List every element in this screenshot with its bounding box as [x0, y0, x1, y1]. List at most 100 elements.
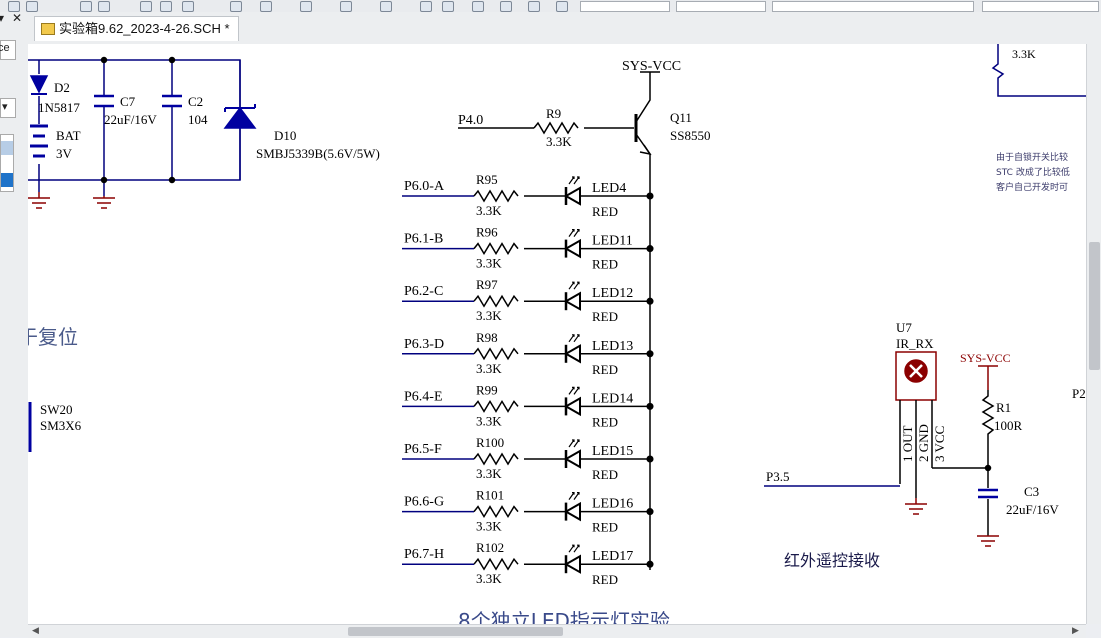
- help-icon[interactable]: [556, 1, 568, 12]
- ir-section-caption: 红外遥控接收: [784, 551, 880, 570]
- led-row-resistor-value: 3.3K: [476, 519, 502, 534]
- tab-schematic-document[interactable]: 实验箱9.62_2023-4-26.SCH *: [34, 16, 239, 41]
- toolbar: [0, 0, 1101, 13]
- led-row-led-ref: LED12: [592, 286, 633, 301]
- vertical-scrollbar[interactable]: [1086, 44, 1101, 624]
- panel-list-item-selected[interactable]: [1, 173, 13, 187]
- scroll-left-arrow-icon[interactable]: ◀: [32, 625, 39, 635]
- led-row-led-ref: LED4: [592, 181, 626, 196]
- led-row-resistor-ref: R95: [476, 172, 498, 187]
- toolbar-combo-4[interactable]: [982, 1, 1099, 12]
- copy-icon[interactable]: [80, 1, 92, 12]
- note-text-line: 由于自锁开关比较: [996, 151, 1068, 163]
- d2-value-label: 1N5817: [38, 100, 80, 115]
- q11-ref-label: Q11: [670, 110, 692, 125]
- led-row-resistor-ref: R96: [476, 225, 498, 240]
- bus-tool-icon[interactable]: [160, 1, 172, 12]
- tab-title: 实验箱9.62_2023-4-26.SCH *: [59, 21, 230, 36]
- panel-field[interactable]: ce: [0, 40, 16, 60]
- led-row-resistor-ref: R99: [476, 382, 498, 397]
- ir-receiver-section: [764, 351, 999, 547]
- c7-value-label: 22uF/16V: [104, 112, 157, 127]
- p3-5-net-label: P3.5: [766, 469, 789, 484]
- schematic-file-icon: [41, 23, 55, 35]
- resistor-symbol: [473, 347, 519, 361]
- led-row-port-label: P6.4-E: [404, 389, 443, 404]
- power-port-icon[interactable]: [230, 1, 242, 12]
- panel-field-label: ce: [0, 42, 10, 54]
- led-row-led-ref: LED14: [592, 391, 633, 406]
- redo-icon[interactable]: [26, 1, 38, 12]
- led-symbol: [563, 554, 581, 574]
- d10-value-label: SMBJ5339B(5.6V/5W): [256, 146, 380, 161]
- power-section: [28, 56, 257, 209]
- horizontal-scrollbar[interactable]: ◀ ▶: [28, 624, 1086, 638]
- led-symbol: [563, 344, 581, 364]
- resistor-symbol: [473, 505, 519, 519]
- led-row-port-label: P6.6-G: [404, 495, 444, 510]
- zoom-out-icon[interactable]: [442, 1, 454, 12]
- panel-dropdown[interactable]: ▾: [0, 98, 16, 118]
- horizontal-scroll-thumb[interactable]: [348, 627, 563, 636]
- led-row-led-color: RED: [592, 572, 618, 587]
- led-row: [402, 281, 654, 311]
- capacitor-c3: [978, 488, 998, 499]
- battery-symbol: [30, 124, 48, 158]
- r1-ref-label: R1: [996, 400, 1011, 415]
- diode-d2: [29, 75, 49, 94]
- led-row-port-label: P6.7-H: [404, 547, 444, 562]
- zoom-fit-icon[interactable]: [472, 1, 484, 12]
- tab-bar: 实验箱9.62_2023-4-26.SCH *: [28, 12, 1101, 44]
- note-text-line: 客户自己开发时可: [996, 181, 1068, 193]
- sys-vcc-label: SYS-VCC: [622, 59, 681, 74]
- u7-pin2-label: 2 GND: [916, 424, 931, 462]
- led-row-resistor-value: 3.3K: [476, 361, 502, 376]
- led-row-led-color: RED: [592, 520, 618, 535]
- capacitor-c7: [94, 94, 114, 108]
- led-row-led-color: RED: [592, 257, 618, 272]
- resistor-symbol: [473, 242, 519, 256]
- diode-d10: [223, 106, 257, 129]
- led-row-led-color: RED: [592, 467, 618, 482]
- grid-icon[interactable]: [500, 1, 512, 12]
- panel-list[interactable]: [0, 134, 14, 192]
- zoom-in-icon[interactable]: [420, 1, 432, 12]
- led-row-resistor-ref: R101: [476, 488, 504, 503]
- capacitor-c2: [162, 94, 182, 108]
- c7-ref-label: C7: [120, 94, 136, 109]
- reset-section-label: 复位: [38, 325, 78, 349]
- led-row-port-label: P6.1-B: [404, 232, 443, 247]
- schematic-drawing[interactable]: D21N5817BAT3VC722uF/16VC2104D10SMBJ5339B…: [28, 44, 1086, 624]
- r9-ref-label: R9: [546, 106, 561, 121]
- resistor-symbol: [473, 452, 519, 466]
- ir-sys-vcc-label: SYS-VCC: [960, 351, 1011, 365]
- compile-icon[interactable]: [380, 1, 392, 12]
- led-row: [402, 386, 654, 417]
- snap-icon[interactable]: [528, 1, 540, 12]
- part-icon[interactable]: [260, 1, 272, 12]
- paste-icon[interactable]: [98, 1, 110, 12]
- led-row-resistor-ref: R98: [476, 330, 498, 345]
- scroll-right-arrow-icon[interactable]: ▶: [1072, 625, 1079, 635]
- c2-value-label: 104: [188, 112, 208, 127]
- undo-icon[interactable]: [8, 1, 20, 12]
- net-label-icon[interactable]: [182, 1, 194, 12]
- panel-close-icon[interactable]: ✕: [12, 11, 23, 25]
- u7-value-label: IR_RX: [896, 336, 934, 351]
- toolbar-combo-2[interactable]: [676, 1, 766, 12]
- wire-tool-icon[interactable]: [140, 1, 152, 12]
- led-row-led-color: RED: [592, 362, 618, 377]
- sheet-icon[interactable]: [300, 1, 312, 12]
- ground-symbol: [93, 196, 115, 209]
- resistor-symbol: [473, 294, 519, 308]
- panel-list-item[interactable]: [1, 141, 13, 155]
- r1-value-label: 100R: [994, 418, 1023, 433]
- toolbar-combo-3[interactable]: [772, 1, 974, 12]
- panel-pin-icon[interactable]: ▾: [0, 11, 5, 25]
- annotate-icon[interactable]: [340, 1, 352, 12]
- toolbar-combo-1[interactable]: [580, 1, 670, 12]
- led-row-led-color: RED: [592, 309, 618, 324]
- r9-value-label: 3.3K: [546, 134, 572, 149]
- vertical-scroll-thumb[interactable]: [1089, 242, 1100, 370]
